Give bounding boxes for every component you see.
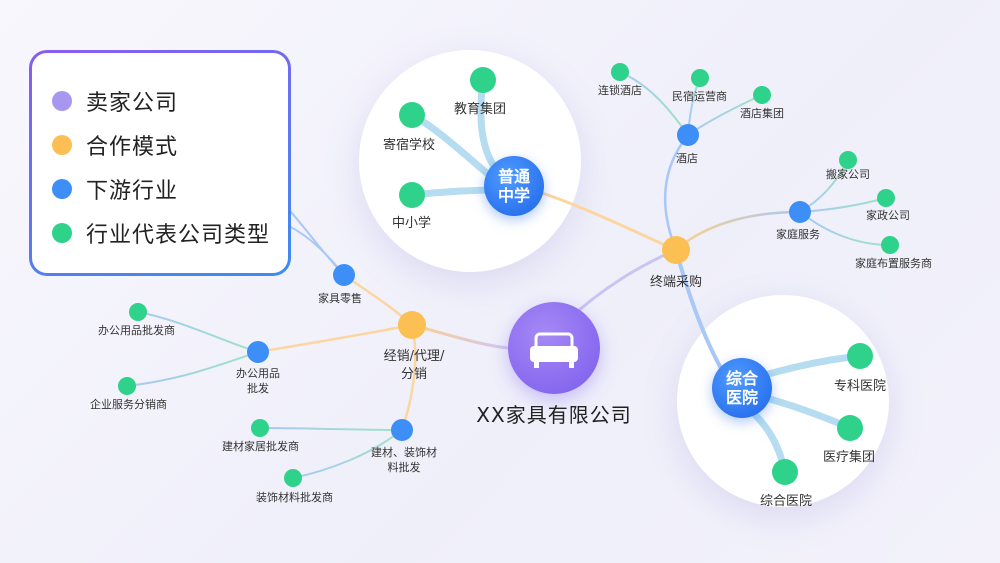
label-zhuanke: 专科医院 xyxy=(834,379,887,394)
node-buzhi xyxy=(881,236,899,254)
label-buzhi: 家庭布置服务商 xyxy=(855,257,932,270)
node-jingxiao xyxy=(398,311,426,339)
link-zhongduan-jiudian xyxy=(663,134,689,251)
legend-item-seller: 卖家公司 xyxy=(52,79,288,123)
label-lingshou: 家具零售 xyxy=(318,292,362,305)
label-jiancai-shang: 建材家居批发商 xyxy=(222,440,299,453)
label-bangong-shang: 办公用品批发商 xyxy=(98,324,175,337)
node-banjia xyxy=(839,151,857,169)
hub-school: 普通 中学 xyxy=(484,156,544,216)
label-jiaoyu: 教育集团 xyxy=(454,102,507,117)
label-jiazheng: 家政公司 xyxy=(866,209,910,222)
node-jiazheng xyxy=(877,189,895,207)
node-zhuanke xyxy=(847,343,873,369)
label-bangong-pifa-line2: 批发 xyxy=(247,382,269,395)
hub-hospital-line1: 综合 xyxy=(725,369,758,388)
legend-label-downstream: 下游行业 xyxy=(86,179,179,204)
sofa-icon xyxy=(530,332,578,368)
legend-item-representative: 行业代表公司类型 xyxy=(52,211,288,255)
label-bangong-pifa-line1: 办公用品 xyxy=(236,367,280,380)
node-bangong-pifa xyxy=(247,341,269,363)
label-jisu: 寄宿学校 xyxy=(383,138,436,153)
label-zhuangshi: 装饰材料批发商 xyxy=(256,491,333,504)
node-jiancai-shang xyxy=(251,419,269,437)
label-qiye: 企业服务分销商 xyxy=(90,398,167,411)
node-qiye xyxy=(118,377,136,395)
node-lingshou xyxy=(333,264,355,286)
link-center-jingxiao xyxy=(411,323,509,350)
node-jiudianjituan xyxy=(753,86,771,104)
hub-hospital: 综合 医院 xyxy=(712,358,772,418)
label-banjia: 搬家公司 xyxy=(826,168,870,181)
node-jiatingfuwu xyxy=(789,201,811,223)
legend-label-cooperation: 合作模式 xyxy=(86,135,179,160)
node-jisu xyxy=(399,102,425,128)
label-jiancai-pifa: 建材、装饰材 料批发 xyxy=(364,445,444,475)
hub-school-line1: 普通 xyxy=(497,167,530,186)
label-bangong-pifa: 办公用品 批发 xyxy=(232,366,284,396)
node-jiancai-pifa xyxy=(391,419,413,441)
legend-panel: 卖家公司 合作模式 下游行业 行业代表公司类型 xyxy=(29,50,291,276)
label-zonghe: 综合医院 xyxy=(760,494,813,509)
label-jingxiao: 经销/代理/ 分销 xyxy=(372,348,456,384)
label-jiudianjituan: 酒店集团 xyxy=(740,107,784,120)
link-zhongduan-jiating xyxy=(675,210,801,251)
node-minsu xyxy=(691,69,709,87)
node-zhongduan xyxy=(662,236,690,264)
label-jiancai-pifa-line1: 建材、装饰材 xyxy=(371,446,437,459)
node-yiliao xyxy=(837,415,863,441)
label-zhongxiao: 中小学 xyxy=(392,216,432,231)
legend-dot-cooperation xyxy=(52,135,72,155)
label-minsu: 民宿运营商 xyxy=(672,90,727,103)
legend-dot-downstream xyxy=(52,179,72,199)
legend-item-cooperation: 合作模式 xyxy=(52,123,288,167)
legend-label-seller: 卖家公司 xyxy=(86,91,179,116)
link-zhongduan-hospital xyxy=(674,249,724,371)
node-zhuangshi xyxy=(284,469,302,487)
label-yiliao: 医疗集团 xyxy=(823,450,876,465)
center-title: XX家具有限公司 xyxy=(476,403,632,427)
node-jiudian xyxy=(677,124,699,146)
label-liansuo: 连锁酒店 xyxy=(598,84,642,97)
legend-dot-representative xyxy=(52,223,72,243)
label-jiudian: 酒店 xyxy=(676,152,698,165)
label-jiatingfuwu: 家庭服务 xyxy=(776,228,820,241)
hub-school-line2: 中学 xyxy=(497,186,530,205)
label-jiancai-pifa-line2: 料批发 xyxy=(387,461,421,474)
center-node xyxy=(508,302,600,394)
legend-label-representative: 行业代表公司类型 xyxy=(86,223,271,248)
link-zhongduan-school xyxy=(532,188,677,252)
label-jingxiao-line1: 经销/代理/ xyxy=(383,349,445,364)
hub-hospital-line2: 医院 xyxy=(725,388,758,407)
legend-dot-seller xyxy=(52,91,72,111)
node-zhongxiao xyxy=(399,182,425,208)
label-jingxiao-line2: 分销 xyxy=(400,367,427,382)
legend-item-downstream: 下游行业 xyxy=(52,167,288,211)
node-bangong-shang xyxy=(129,303,147,321)
node-zonghe xyxy=(772,459,798,485)
node-liansuo xyxy=(611,63,629,81)
link-jingxiao-bangong xyxy=(257,323,413,354)
node-jiaoyu xyxy=(470,67,496,93)
label-zhongduan: 终端采购 xyxy=(650,275,703,290)
